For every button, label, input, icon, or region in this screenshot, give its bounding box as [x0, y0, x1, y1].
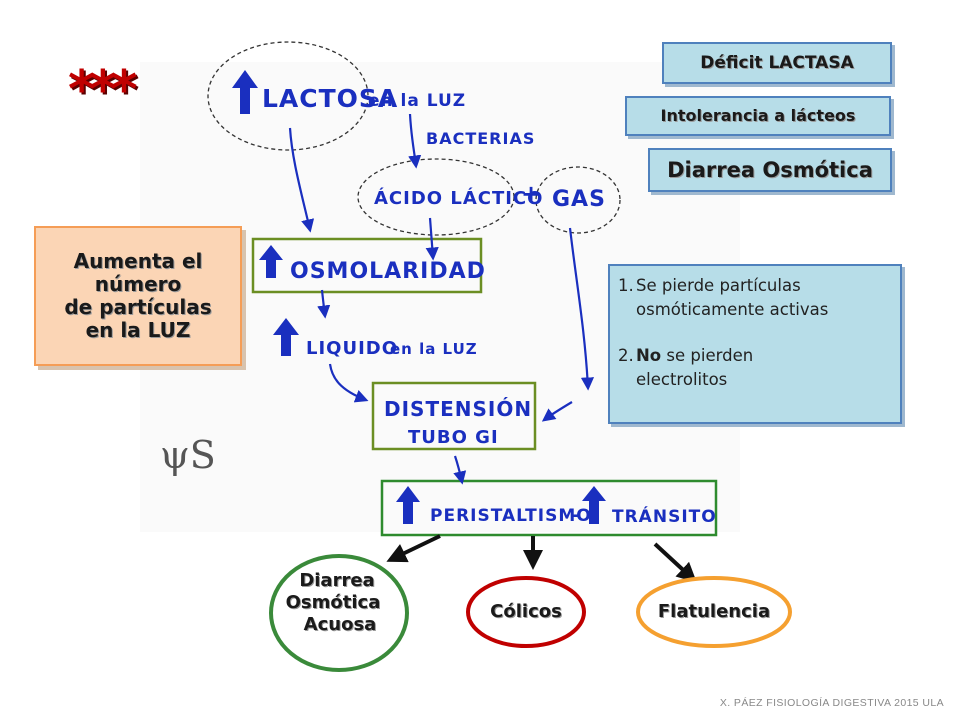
outcome-arrow	[386, 534, 441, 563]
transito-text: TRÁNSITO	[612, 505, 717, 527]
lactosa-text: LACTOSA	[262, 84, 398, 113]
liquido-text: LIQUIDO	[306, 338, 398, 359]
flatulencia-outcome: Flatulencia	[657, 601, 771, 622]
note-text: electrolitos	[636, 370, 728, 389]
plus-text: +	[521, 180, 542, 208]
aumenta-line: Aumenta el	[73, 249, 203, 273]
note-number: 1.	[618, 276, 634, 295]
aumenta-line: número	[94, 272, 182, 296]
note-item: osmóticamente activas	[618, 298, 890, 322]
tubo-gi-text: TUBO GI	[408, 427, 499, 448]
flow-arrow	[425, 217, 439, 261]
acido-lactico-text: ÁCIDO LÁCTICO	[374, 187, 543, 209]
importance-stars: ***	[68, 60, 138, 120]
note-text: Se pierde partículas	[636, 276, 801, 295]
en-la-luz-text: en la LUZ	[368, 91, 466, 111]
acido-ellipse	[357, 158, 515, 236]
distension-box	[371, 381, 537, 451]
flow-arrow	[317, 289, 331, 319]
note-item: 1. Se pierde partículas	[618, 274, 890, 298]
aumenta-line: en la LUZ	[85, 318, 191, 342]
note-item: electrolitos	[618, 368, 890, 392]
diarrea-oval	[269, 554, 409, 672]
flow-arrow	[453, 455, 467, 485]
scribble-text: ψS	[160, 433, 216, 477]
up-arrow-icon	[396, 486, 420, 524]
gas-ellipse	[535, 166, 621, 234]
osmolaridad-box	[251, 237, 483, 294]
up-arrow-icon	[259, 245, 283, 278]
note-number: 2.	[618, 346, 634, 365]
flatulencia-oval	[636, 576, 792, 648]
note-bold: No	[636, 346, 662, 365]
bacterias-text: BACTERIAS	[426, 129, 535, 148]
diarrea-line: Acuosa	[303, 614, 377, 635]
flow-arrow	[541, 401, 573, 422]
flow-arrow	[408, 113, 422, 169]
outcome-arrow	[653, 542, 697, 583]
diarrea-line: Osmótica	[285, 592, 381, 613]
colicos-oval	[466, 576, 586, 648]
peristaltismo-box	[380, 479, 718, 537]
en-la-luz-2-text: en la LUZ	[390, 340, 478, 358]
up-arrow-icon	[582, 486, 606, 524]
flow-arrow	[328, 363, 369, 403]
intolerancia-label: Intolerancia a lácteos	[625, 96, 891, 136]
osmolaridad-text: OSMOLARIDAD	[290, 259, 486, 284]
footer-credit: X. PÁEZ FISIOLOGÍA DIGESTIVA 2015 ULA	[719, 697, 944, 709]
notes-box: 1. Se pierde partículas osmóticamente ac…	[608, 264, 902, 424]
distension-text: DISTENSIÓN	[384, 397, 532, 421]
dash-text: -	[572, 505, 580, 526]
colicos-outcome: Cólicos	[490, 601, 562, 622]
up-arrow-icon	[232, 70, 258, 114]
flow-arrow	[288, 127, 315, 233]
flow-arrow	[568, 227, 595, 391]
peristaltismo-text: PERISTALTISMO	[430, 506, 592, 526]
lactosa-ellipse	[207, 41, 369, 151]
diarrea-osmotica-label: Diarrea Osmótica	[648, 148, 892, 192]
note-text: se pierden	[661, 346, 754, 365]
deficit-lactasa-label: Déficit LACTASA	[662, 42, 892, 84]
up-arrow-icon	[273, 318, 299, 356]
aumenta-line: de partículas	[64, 295, 212, 319]
note-item: 2. No se pierden	[618, 344, 890, 368]
note-text: osmóticamente activas	[636, 300, 829, 319]
diarrea-outcome: Diarrea Osmótica Acuosa	[278, 570, 400, 636]
gas-text: GAS	[552, 187, 606, 212]
diarrea-line: Diarrea	[299, 570, 375, 591]
aumenta-particulas-box: Aumenta el número de partículas en la LU…	[34, 226, 242, 366]
